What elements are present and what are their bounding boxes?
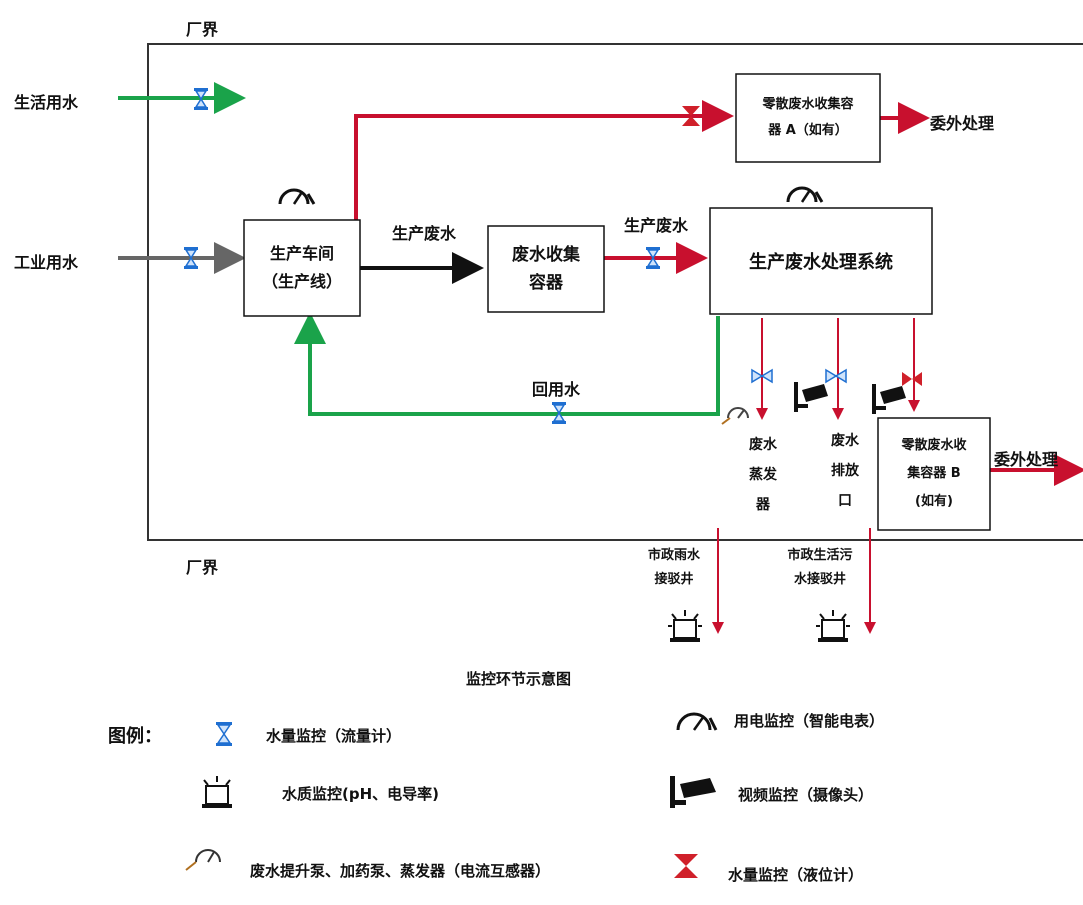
legend-power-meter-icon [676, 712, 718, 731]
workshop-box [243, 219, 361, 317]
level-meter-icon [902, 372, 922, 386]
legend-pump-current-icon [185, 849, 221, 871]
legend-flow-meter-icon [216, 722, 232, 746]
collector-line-2: 容器 [529, 273, 563, 293]
domestic-water-label: 生活用水 [14, 93, 79, 112]
legend-level-meter-icon [674, 854, 698, 878]
flow-meter-icon [184, 247, 198, 269]
wastewater-label-1: 生产废水 [392, 224, 457, 243]
flow-meter-icon [646, 247, 660, 269]
sewage-well-label: 市政生活污 水接驳井 [774, 544, 866, 592]
collector-box-text: 废水收集 容器 [488, 226, 604, 312]
outsource-a-label: 委外处理 [930, 114, 995, 133]
scattered-b-line-1: 零散废水收 [901, 438, 967, 453]
legend-title: 图例： [108, 726, 162, 747]
sewage-well-line-2: 水接驳井 [793, 572, 846, 587]
pump-current-icon [721, 407, 749, 425]
legend-level-meter-label: 水量监控（液位计） [728, 866, 864, 884]
scattered-a-line-1: 零散废水收集容 [762, 97, 854, 112]
workshop-line-1: 生产车间 [269, 244, 334, 263]
level-meter-icon [682, 106, 700, 126]
discharge-label: 废水 排放 口 [830, 426, 860, 516]
diagram-caption: 监控环节示意图 [466, 670, 572, 688]
discharge-line-1: 废水 [831, 433, 859, 449]
flow-meter-icon [825, 368, 847, 384]
sewage-well-line-1: 市政生活污 [787, 548, 853, 563]
legend-flow-meter-label: 水量监控（流量计） [266, 727, 402, 745]
water-quality-icon [816, 610, 850, 642]
legend-camera-icon [670, 776, 716, 808]
flow-meter-icon [552, 402, 566, 424]
scattered-a-line-2: 器 A（如有） [768, 123, 848, 138]
reuse-water-flow [294, 312, 720, 416]
legend-power-meter-label: 用电监控（智能电表） [734, 712, 885, 730]
plant-boundary [147, 43, 1083, 541]
discharge-line-3: 口 [838, 493, 852, 509]
boundary-bottom-label: 厂界 [186, 558, 219, 577]
legend-pump-current-label: 废水提升泵、加药泵、蒸发器（电流互感器） [250, 862, 551, 880]
discharge-line-2: 排放 [831, 463, 859, 479]
collector-box [487, 225, 605, 313]
water-quality-icon [668, 610, 702, 642]
camera-icon [872, 384, 906, 414]
treatment-box [709, 207, 933, 315]
evaporator-line-3: 器 [756, 497, 770, 513]
rain-well-line-1: 市政雨水 [647, 548, 700, 563]
flow-meter-icon [194, 88, 208, 110]
legend-water-quality-label: 水质监控(pH、电导率) [282, 785, 440, 803]
scattered-b-line-2: 集容器 B [907, 466, 961, 481]
legend-camera-label: 视频监控（摄像头） [738, 786, 874, 804]
evaporator-line-2: 蒸发 [749, 467, 777, 483]
workshop-line-2: （生产线） [261, 272, 342, 291]
reuse-water-label: 回用水 [532, 380, 581, 399]
workshop-box-text: 生产车间 （生产线） [244, 220, 360, 316]
scattered-a-box [735, 73, 881, 163]
power-meter-icon [278, 188, 316, 205]
wastewater-label-2: 生产废水 [624, 216, 689, 235]
power-meter-icon [786, 186, 824, 203]
scattered-b-box [877, 417, 991, 531]
treatment-box-text: 生产废水处理系统 [749, 252, 893, 273]
evaporator-line-1: 废水 [749, 437, 777, 453]
scattered-a-flow [354, 100, 734, 220]
scattered-b-line-3: (如有) [915, 494, 953, 509]
outsource-b-label: 委外处理 [994, 450, 1059, 469]
industrial-water-label: 工业用水 [14, 253, 79, 272]
scattered-a-box-text: 零散废水收集容 器 A（如有） [736, 74, 880, 162]
camera-icon [794, 382, 828, 412]
boundary-top-label: 厂界 [186, 20, 219, 39]
legend-water-quality-icon [202, 776, 232, 808]
evaporator-label: 废水 蒸发 器 [748, 430, 778, 520]
rain-well-label: 市政雨水 接驳井 [634, 544, 714, 592]
collector-line-1: 废水收集 [512, 245, 580, 265]
flow-meter-icon [751, 368, 773, 384]
scattered-b-box-text: 零散废水收 集容器 B (如有) [878, 418, 990, 530]
rain-well-line-2: 接驳井 [654, 572, 694, 587]
